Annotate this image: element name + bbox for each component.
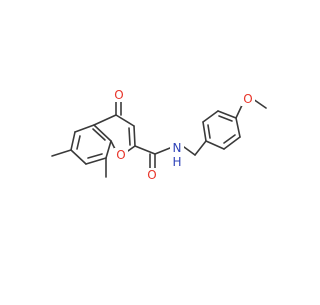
bond-c4-c3 — [115, 114, 135, 127]
bond-c8-c8a — [105, 140, 112, 159]
atom-label-ring-oxygen: O — [116, 148, 125, 162]
atom-label-amide-hydrogen: H — [172, 155, 181, 169]
bond-c5-c6 — [70, 131, 76, 151]
bond-c3-c2-double — [128, 127, 131, 146]
bond-c2-amide-c — [134, 145, 156, 155]
bond-ch2-aryl — [194, 140, 207, 156]
bond-ar2-ar3-inner — [223, 134, 236, 144]
bond-c5-c6-inner — [76, 135, 81, 150]
atom-label-amide-nitrogen: N — [173, 141, 182, 155]
bond-layer — [51, 95, 267, 178]
bond-ar6-ar1-inner — [207, 124, 211, 139]
bond-ome-o-ch3 — [252, 98, 267, 109]
bond-c7-c8 — [85, 157, 107, 165]
atom-label-methoxy-oxygen: O — [243, 92, 252, 106]
bond-ar6-ar1 — [202, 121, 207, 142]
chemical-structure-drawing: O O O N H O — [51, 88, 267, 182]
bond-ar5-ar6 — [202, 110, 219, 123]
molecule-canvas: O O O N H O — [51, 88, 267, 182]
bond-ar4-ar5 — [217, 110, 237, 119]
bond-c8a-c4a-inner — [92, 128, 106, 141]
bond-c6-methyl — [51, 149, 72, 157]
bond-ar4-ar5-inner — [218, 115, 233, 122]
atom-label-layer: O O O N H O — [112, 88, 255, 182]
bond-amide-c-n — [154, 147, 171, 155]
atom-label-oxo-oxygen: O — [114, 88, 123, 102]
bond-n-ch2 — [183, 146, 196, 156]
atom-label-amide-oxygen: O — [147, 168, 156, 182]
bond-c4a-c5 — [74, 124, 95, 133]
bond-c3-c2 — [133, 125, 136, 147]
bond-c7-c8-inner — [87, 153, 103, 159]
bond-c4a-c4 — [93, 114, 117, 126]
bond-c8a-c4a — [93, 124, 112, 142]
bond-ar3-ar4 — [235, 117, 241, 138]
bond-ar1-ar2 — [205, 140, 225, 150]
bond-ar2-ar3 — [223, 136, 241, 150]
bond-c6-c7 — [70, 149, 87, 165]
